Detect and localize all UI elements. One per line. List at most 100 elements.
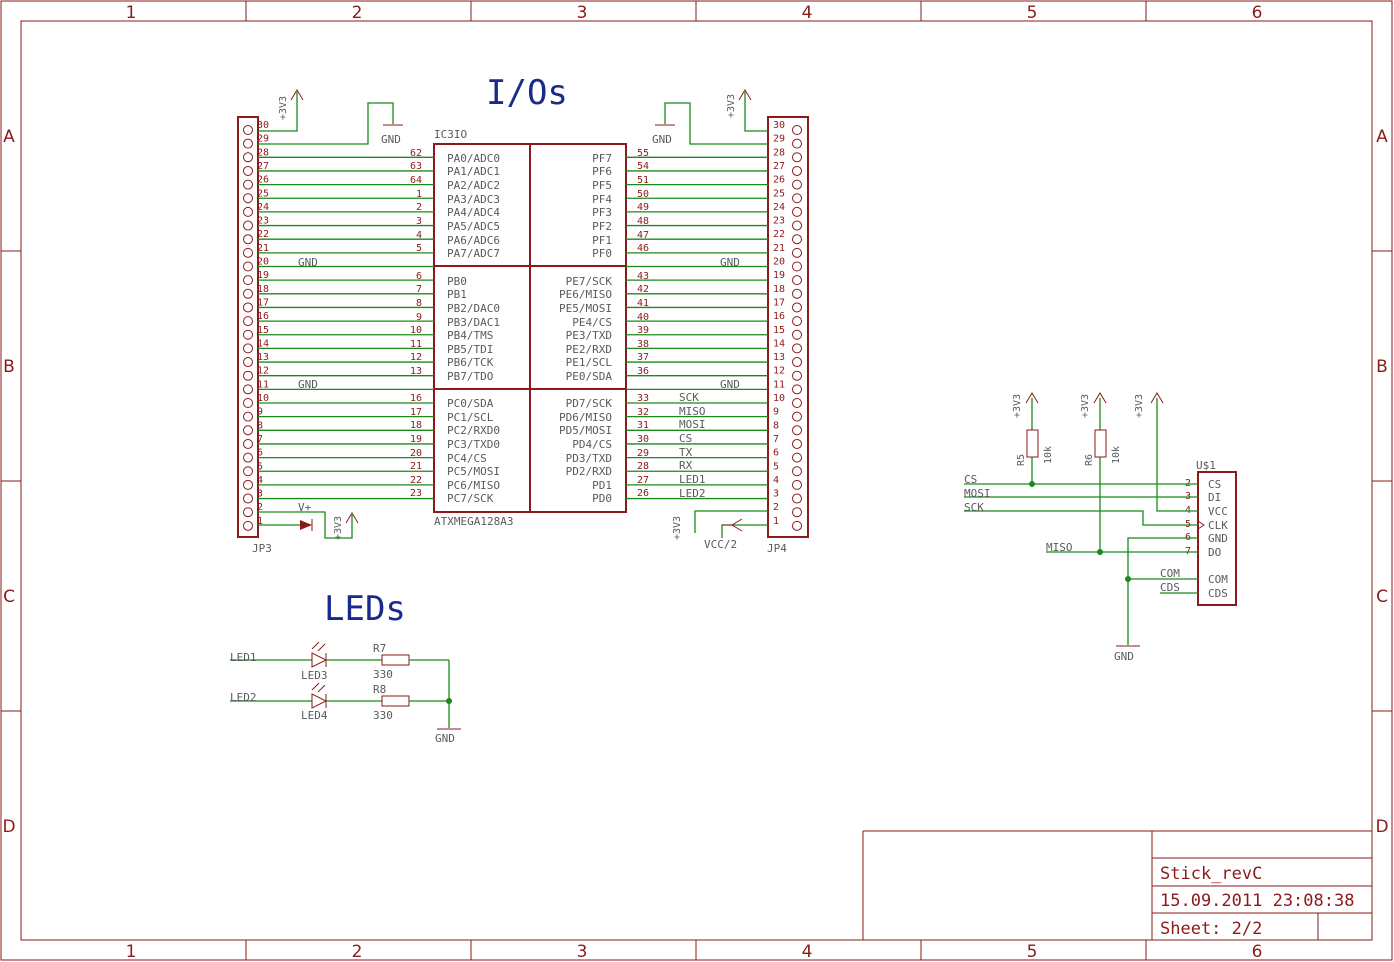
sensor-gnd-label: GND	[1114, 650, 1134, 663]
jp3-pin-pad	[243, 165, 253, 176]
mcu-right-pin-label: PD6/MISO	[559, 411, 612, 424]
jp4-pin-pad	[792, 220, 802, 231]
sensor-net-mosi: MOSI	[964, 487, 991, 500]
mcu-right-pin-label: PF5	[592, 179, 612, 192]
jp4-lower-3v3-label: +3V3	[672, 516, 683, 540]
r6-name: R6	[1084, 454, 1095, 466]
title-block-sheet: Sheet: 2/2	[1160, 919, 1262, 939]
jp4-pin-number: 6	[773, 448, 779, 459]
led-gnd-label: GND	[435, 732, 455, 745]
mcu-right-pin-label: PE6/MISO	[559, 288, 612, 301]
jp3-pin-number: 19	[257, 270, 269, 281]
mcu-left-pin-number: 8	[416, 298, 422, 309]
frame-row-d-left: D	[2, 817, 15, 837]
mcu-left-pin-label: PA0/ADC0	[447, 152, 500, 165]
mcu-right-pin-number: 36	[637, 366, 649, 377]
jp3-pin-number: 11	[257, 379, 269, 390]
mcu-right-pin-number: 48	[637, 216, 649, 227]
jp4-pin-pad	[792, 288, 802, 299]
mcu-left-pin-label: PB5/TDI	[447, 343, 493, 356]
jp3-pin-number: 7	[257, 434, 263, 445]
mcu-left-pin-label: PA7/ADC7	[447, 247, 500, 260]
jp4-pin-pad	[792, 125, 802, 135]
jp3-pin-number: 2	[257, 502, 263, 513]
mcu-right-pin-number: 55	[637, 148, 649, 159]
jp3-pin-pad	[243, 138, 253, 149]
mcu-left-pin-number: 13	[410, 366, 422, 377]
mcu-left-pin-label: PA6/ADC6	[447, 234, 500, 247]
mcu-left-pin-number: 9	[416, 312, 422, 323]
mcu-right-pin-label: PF1	[592, 234, 612, 247]
jp4-pin-pad	[792, 275, 802, 286]
r5-name: R5	[1016, 454, 1027, 466]
frame-col-5-top: 5	[1027, 3, 1038, 23]
frame-col-1-top: 1	[126, 3, 137, 23]
mcu-left-pin-number: 18	[410, 420, 422, 431]
mcu-right-pin-number: 51	[637, 175, 649, 186]
mcu-right-pin-label: PD2/RXD	[566, 465, 612, 478]
jp3-pin-number: 12	[257, 366, 269, 377]
jp3-pin-number: 24	[257, 202, 269, 213]
jp4-pin-pad	[792, 452, 802, 463]
vcc-3v3-label: +3V3	[1134, 394, 1145, 418]
frame-col-3-bottom: 3	[577, 942, 588, 962]
jp3-pin-pad	[243, 452, 253, 463]
section-title-ios: I/Os	[486, 73, 568, 113]
jp3-pin-pad	[243, 288, 253, 299]
jp4-pin-number: 14	[773, 338, 785, 349]
jp4-net-led2: LED2	[679, 487, 706, 500]
mcu-left-pin-number: 21	[410, 461, 422, 472]
jp4-pin-pad	[792, 520, 802, 531]
jp3-pin-pad	[243, 261, 253, 272]
sensor-net-miso: MISO	[1046, 541, 1073, 554]
sensor-pin-label: GND	[1208, 532, 1228, 545]
jp3-pin-number: 20	[257, 257, 269, 268]
jp3-pin-pad	[243, 438, 253, 449]
jp4-pin-pad	[792, 493, 802, 504]
jp3-pin-number: 3	[257, 489, 263, 500]
jp3-pin-number: 17	[257, 297, 269, 308]
frame-col-5-bottom: 5	[1027, 942, 1038, 962]
mcu-left-pin-label: PA1/ADC1	[447, 165, 500, 178]
frame-row-d-right: D	[1375, 817, 1388, 837]
sensor-pin-label: CLK	[1208, 519, 1228, 532]
r7-value: 330	[373, 668, 393, 681]
jp4-vcc2-label: VCC/2	[704, 538, 737, 551]
left-top-3v3-label: +3V3	[278, 96, 289, 120]
mcu-right-pin-label: PF0	[592, 247, 612, 260]
frame-row-a-left: A	[3, 127, 15, 147]
jp4-pin-pad	[792, 302, 802, 313]
jp4-net-rx: RX	[679, 459, 693, 472]
mcu-left-pin-number: 17	[410, 407, 422, 418]
mcu-right-pin-label: PE0/SDA	[566, 370, 613, 383]
sensor-name: U$1	[1196, 459, 1216, 472]
sensor-pin-com: COM	[1208, 573, 1228, 586]
mcu-left-pin-number: 64	[410, 175, 422, 186]
jp4-pin-pad	[792, 329, 802, 340]
mcu-right-pin-number: 27	[637, 475, 649, 486]
jp4-pin-pad	[792, 138, 802, 149]
frame-col-6-bottom: 6	[1252, 942, 1263, 962]
mcu-left-pin-number: 7	[416, 284, 422, 295]
mcu-right-pin-number: 47	[637, 230, 649, 241]
jp4-pin-pad	[792, 247, 802, 258]
jp3-pin-pad	[243, 152, 253, 163]
jp4-pin-number: 17	[773, 297, 785, 308]
jp3-pin-number: 8	[257, 420, 263, 431]
mcu-right-pin-label: PE3/TXD	[566, 329, 612, 342]
sensor-pin-label: CS	[1208, 478, 1221, 491]
mcu-right-pin-number: 37	[637, 352, 649, 363]
led4-diode	[311, 682, 328, 709]
mcu-left-pin-label: PB2/DAC0	[447, 302, 500, 315]
mcu-left-pin-number: 19	[410, 434, 422, 445]
title-block-date: 15.09.2011 23:08:38	[1160, 891, 1354, 911]
jp4-net-mosi: MOSI	[679, 418, 706, 431]
jp4-pin-pad	[792, 357, 802, 368]
r6-3v3-label: +3V3	[1080, 394, 1091, 418]
jp3-pin-pad	[243, 275, 253, 286]
jp3-pin20-gnd: GND	[298, 256, 318, 269]
right-top-gnd-label: GND	[652, 133, 672, 146]
frame-col-4-bottom: 4	[802, 942, 813, 962]
led3-diode	[311, 641, 328, 668]
section-title-leds: LEDs	[324, 589, 406, 629]
